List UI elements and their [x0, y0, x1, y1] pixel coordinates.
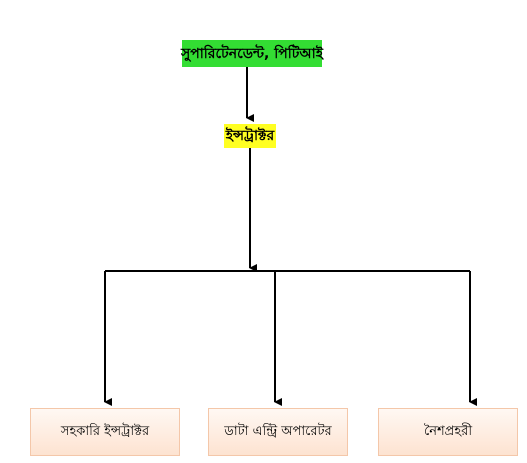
node-instructor: ইন্সট্রাক্টর: [224, 124, 276, 148]
node-assistant-instructor: সহকারি ইন্সট্রাক্টর: [30, 408, 180, 456]
node-superintendent: সুপারিটেনডেন্ট, পিটিআই: [181, 40, 323, 67]
node-data-entry-operator: ডাটা এন্ট্রি অপারেটর: [208, 408, 348, 456]
node-night-guard: নৈশপ্রহরী: [378, 408, 518, 456]
